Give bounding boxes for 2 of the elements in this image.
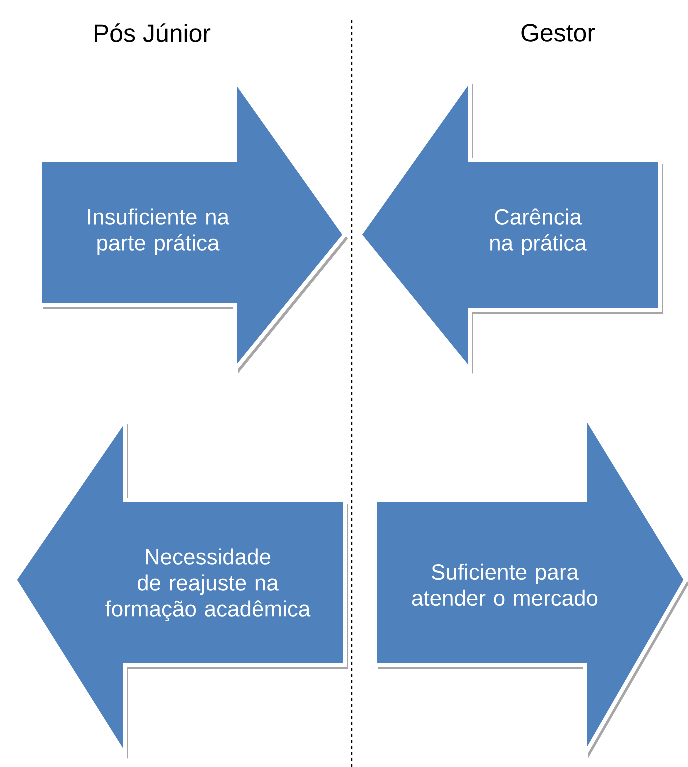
- column-heading: Gestor: [522, 24, 596, 42]
- column-heading: Pós Júnior: [95, 24, 211, 42]
